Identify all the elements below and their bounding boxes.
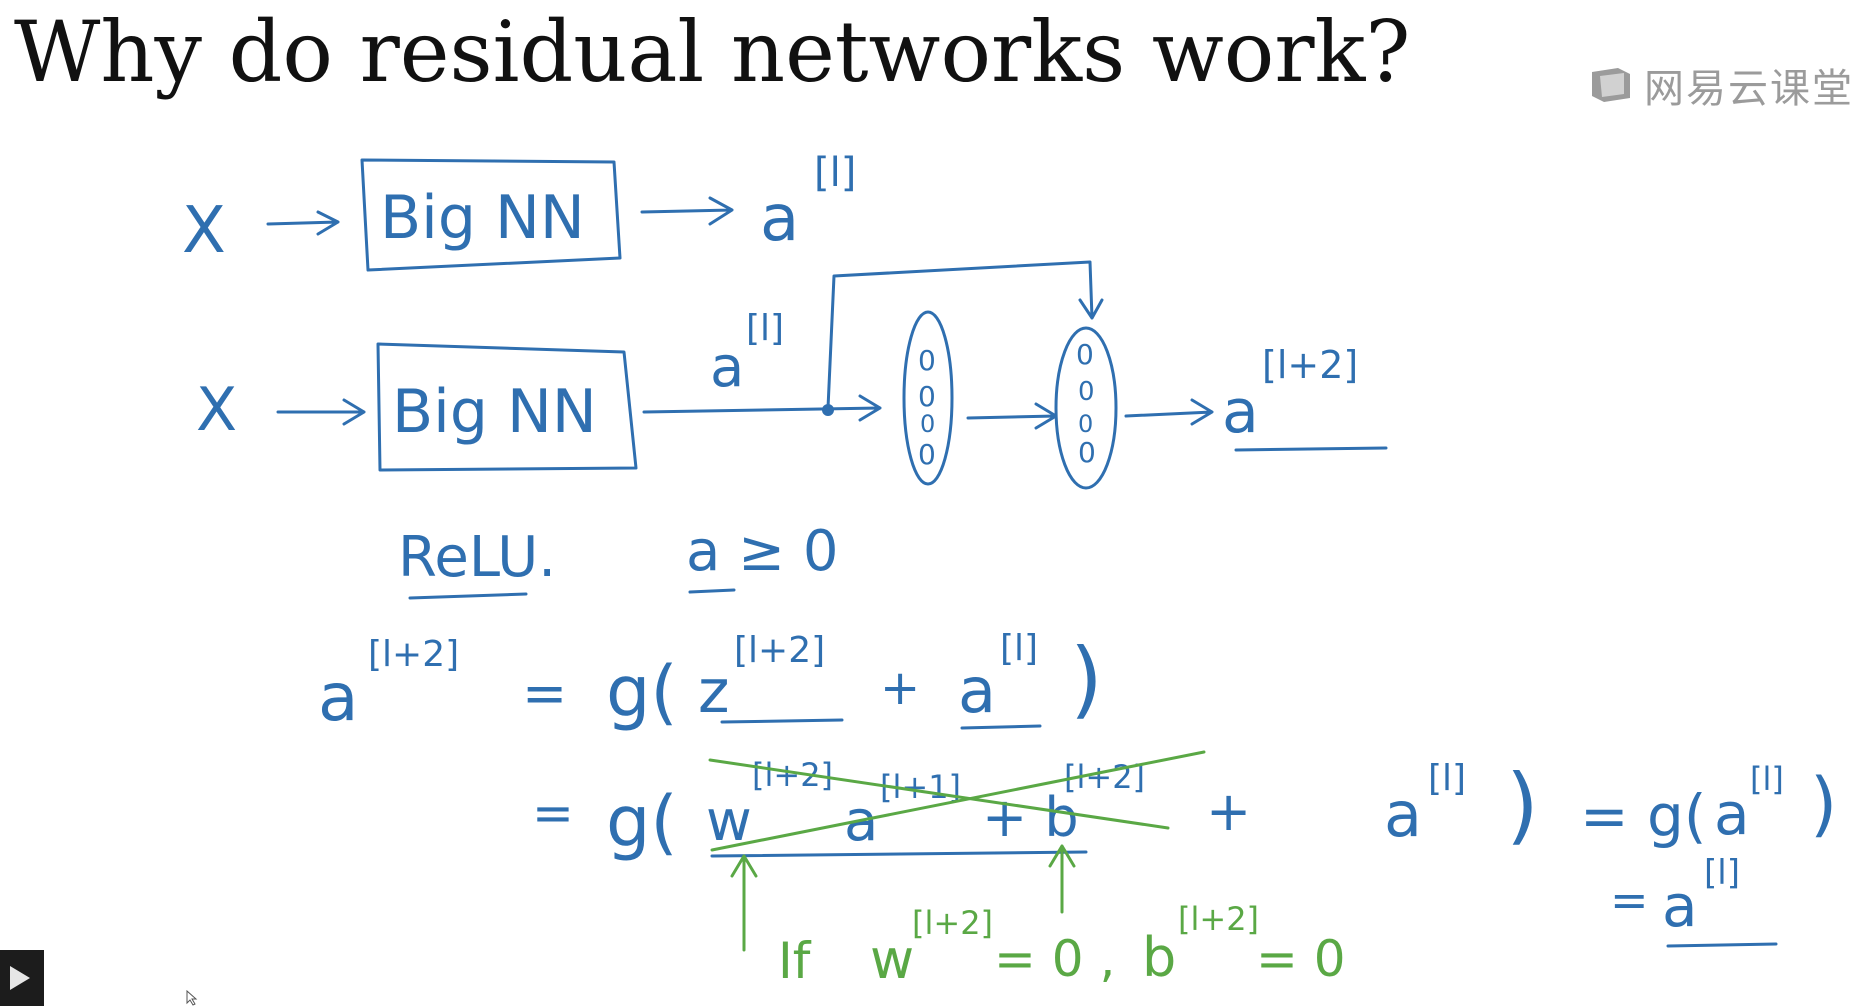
strike-line-up bbox=[710, 750, 1206, 852]
cond-b-eq: = 0 bbox=[1256, 930, 1346, 988]
eq2-equals-final: = bbox=[1610, 873, 1649, 927]
b-zero-arrow bbox=[1048, 844, 1076, 914]
row2-main-line bbox=[642, 394, 882, 422]
eq2-close: ) bbox=[1506, 756, 1539, 854]
eq1-plus: + bbox=[880, 660, 920, 716]
layer1-unit: 0 bbox=[918, 380, 936, 413]
row2-arrow-out bbox=[1124, 398, 1214, 426]
eq2-g-open: g( bbox=[606, 781, 678, 863]
row1-box bbox=[360, 158, 622, 272]
skip-junction-dot bbox=[822, 404, 834, 416]
layer2-unit: 0 bbox=[1078, 377, 1095, 407]
layer1-unit: 0 bbox=[918, 438, 936, 471]
eq2-ga-sup: [l] bbox=[1750, 760, 1784, 798]
eq1-equals: = bbox=[522, 662, 567, 725]
play-icon bbox=[10, 966, 30, 990]
layer1-unit: 0 bbox=[918, 344, 936, 377]
eq1-a-underline bbox=[960, 724, 1042, 730]
eq1-lhs-sup: [l+2] bbox=[368, 634, 459, 675]
row2-output-sup: [l+2] bbox=[1262, 343, 1358, 387]
eq1-lhs-base: a bbox=[318, 659, 358, 736]
cond-b-sup: [l+2] bbox=[1178, 900, 1259, 938]
row2-mid-sup: [l] bbox=[746, 308, 784, 349]
cond-w-base: w bbox=[870, 928, 914, 991]
eq1-a-sup: [l] bbox=[1000, 628, 1038, 669]
play-button[interactable] bbox=[0, 950, 44, 1006]
eq1-z-base: z bbox=[698, 657, 730, 727]
relu-condition: a ≥ 0 bbox=[686, 519, 838, 584]
eq1-z-sup: [l+2] bbox=[734, 630, 825, 671]
relu-label: ReLU. bbox=[398, 525, 556, 590]
mouse-cursor-icon bbox=[186, 990, 198, 1006]
row1-arrow-in bbox=[266, 210, 340, 236]
cond-b-base: b bbox=[1142, 926, 1176, 989]
eq1-close: ) bbox=[1070, 630, 1103, 728]
relu-condition-underline bbox=[688, 588, 736, 594]
row1-box-label: Big NN bbox=[380, 183, 585, 253]
row1-input: X bbox=[182, 194, 226, 268]
layer2-unit: 0 bbox=[1076, 338, 1094, 371]
watermark-text: 网易云课堂 bbox=[1644, 66, 1854, 112]
row2-arrow-in bbox=[276, 398, 366, 426]
row1-arrow-out bbox=[640, 196, 734, 226]
layer-arrow bbox=[966, 402, 1058, 430]
layer2-unit: 0 bbox=[1078, 410, 1093, 438]
eq2-plus-b: + b bbox=[982, 786, 1079, 849]
eq1-g-open: g( bbox=[606, 651, 678, 733]
eq2-ga-close: ) bbox=[1810, 763, 1837, 845]
w-zero-arrow bbox=[730, 854, 758, 952]
eq2-final-underline bbox=[1666, 942, 1778, 948]
row1-output-sup: [l] bbox=[814, 150, 856, 196]
eq2-a2-sup: [l] bbox=[1428, 758, 1466, 799]
cond-if: If bbox=[778, 932, 812, 990]
watermark: 网易云课堂 bbox=[1588, 56, 1854, 114]
layer2-unit: 0 bbox=[1078, 436, 1096, 469]
eq1-z-underline bbox=[720, 718, 844, 724]
row2-input: X bbox=[196, 375, 237, 445]
strike-line-down bbox=[708, 758, 1170, 830]
layer1-unit: 0 bbox=[920, 410, 935, 438]
layer2-oval bbox=[1054, 326, 1118, 490]
row2-output-base: a bbox=[1222, 377, 1259, 447]
row2-box-label: Big NN bbox=[392, 377, 597, 447]
eq2-final-sup: [l] bbox=[1704, 853, 1740, 893]
layer1-oval bbox=[902, 310, 954, 486]
netease-cloud-classroom-logo-icon bbox=[1592, 68, 1630, 102]
eq2-plus: + bbox=[1206, 780, 1251, 843]
eq2-equals-g: = g( bbox=[1580, 782, 1706, 850]
eq2-ga-base: a bbox=[1714, 780, 1750, 848]
row2-box bbox=[376, 342, 638, 472]
eq2-a2-base: a bbox=[1384, 778, 1422, 851]
eq1-a-base: a bbox=[958, 654, 996, 727]
row2-output-underline bbox=[1234, 446, 1388, 452]
cond-w-eq: = 0 , bbox=[994, 930, 1115, 988]
eq2-equals: = bbox=[532, 784, 574, 842]
cond-w-sup: [l+2] bbox=[912, 904, 993, 942]
row1-output-base: a bbox=[760, 182, 799, 256]
skip-connection-arrow bbox=[826, 260, 1104, 410]
row2-mid-base: a bbox=[710, 335, 744, 400]
eq2-underline bbox=[710, 850, 1088, 858]
relu-underline bbox=[408, 592, 528, 600]
eq2-final-base: a bbox=[1662, 872, 1698, 940]
slide-title: Why do residual networks work? bbox=[14, 3, 1411, 101]
